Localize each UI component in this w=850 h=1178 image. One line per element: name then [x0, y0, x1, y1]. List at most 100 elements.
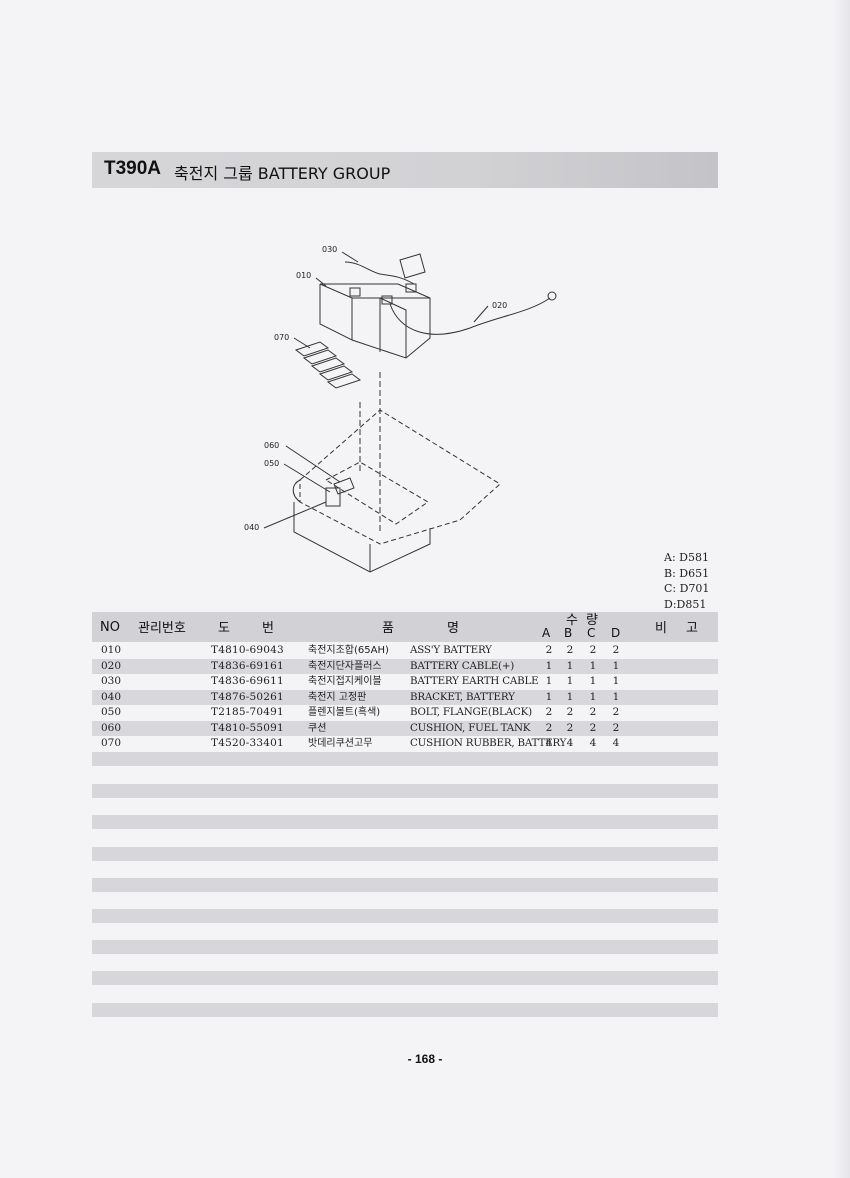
section-code: T390A	[104, 158, 162, 179]
table-row: 020 T4836-69161 축전지단자플러스 BATTERY CABLE(+…	[92, 658, 718, 674]
row-qty-c: 1	[589, 690, 597, 703]
row-no: 040	[101, 690, 122, 703]
row-part-number: T4810-55091	[211, 721, 284, 734]
row-qty-a: 1	[545, 659, 553, 672]
row-english-name: BRACKET, BATTERY	[410, 690, 515, 703]
header-drawing-1: 도	[218, 621, 230, 636]
row-korean-name: 축전지단자플러스	[308, 660, 382, 672]
table-row: 030 T4836-69611 축전지접지케이블 BATTERY EARTH C…	[92, 674, 718, 690]
empty-row-stripe	[92, 909, 718, 923]
row-korean-name: 축전지 고정판	[308, 691, 367, 703]
model-a: A: D581	[664, 551, 709, 564]
row-qty-d: 1	[612, 675, 620, 687]
row-korean-name: 축전지조합(65AH)	[308, 645, 389, 656]
row-qty-a: 1	[545, 690, 553, 703]
callout-020: 020	[492, 301, 507, 310]
row-qty-c: 2	[589, 644, 597, 656]
row-no: 060	[101, 721, 122, 734]
row-qty-b: 1	[566, 659, 574, 672]
empty-row-stripe	[92, 784, 718, 798]
header-remarks-1: 비	[655, 621, 667, 636]
empty-row-stripe	[92, 940, 718, 954]
header-qty-a: A	[542, 626, 551, 640]
row-qty-a: 1	[545, 675, 553, 687]
row-qty-b: 4	[566, 737, 574, 749]
row-qty-b: 2	[566, 706, 574, 718]
model-c: C: D701	[664, 582, 710, 596]
row-qty-d: 2	[612, 706, 620, 718]
row-qty-a: 4	[545, 737, 553, 749]
empty-row-stripe	[92, 878, 718, 892]
row-korean-name: 플렌지볼트(흑색)	[308, 707, 381, 718]
row-part-number: T4836-69161	[211, 659, 284, 672]
empty-row-stripe	[92, 815, 718, 829]
row-part-number: T4810-69043	[211, 644, 284, 656]
row-part-number: T2185-70491	[211, 706, 284, 718]
row-qty-c: 4	[589, 737, 597, 749]
row-qty-c: 2	[589, 706, 597, 718]
empty-row-stripe	[92, 1003, 718, 1017]
header-name-1: 품	[382, 621, 394, 636]
section-title: 축전지 그룹 BATTERY GROUP	[174, 164, 391, 183]
model-b: B: D651	[664, 566, 710, 580]
row-no: 020	[101, 659, 122, 672]
header-remarks-2: 고	[686, 621, 698, 636]
header-qty-b: B	[564, 626, 573, 640]
row-qty-b: 2	[566, 644, 574, 656]
row-qty-d: 1	[612, 690, 620, 703]
row-no: 010	[101, 644, 122, 656]
callout-030: 030	[322, 245, 337, 254]
empty-row-stripe	[92, 752, 718, 766]
table-row: 050 T2185-70491 플렌지볼트(흑색) BOLT, FLANGE(B…	[92, 705, 718, 721]
row-english-name: BATTERY CABLE(+)	[410, 659, 515, 672]
row-no: 030	[101, 675, 122, 687]
row-part-number: T4520-33401	[211, 737, 284, 749]
row-no: 050	[101, 706, 122, 718]
header-mgmt: 관리번호	[138, 621, 186, 636]
header-qty-1: 수	[566, 613, 578, 628]
row-english-name: CUSHION RUBBER, BATTERY	[410, 737, 567, 749]
empty-row-stripe	[92, 971, 718, 985]
row-korean-name: 쿠션	[308, 722, 327, 734]
table-row: 060 T4810-55091 쿠션 CUSHION, FUEL TANK 2 …	[92, 720, 718, 736]
model-d: D:D851	[664, 598, 707, 612]
table-row: 040 T4876-50261 축전지 고정판 BRACKET, BATTERY…	[92, 689, 718, 705]
row-qty-d: 2	[612, 721, 620, 734]
row-qty-b: 2	[566, 721, 574, 734]
parts-table-body: 010 T4810-69043 축전지조합(65AH) ASS'Y BATTER…	[92, 643, 718, 752]
row-english-name: ASS'Y BATTERY	[410, 644, 492, 656]
header-no: NO	[100, 620, 120, 635]
row-qty-d: 4	[612, 737, 620, 749]
row-qty-b: 1	[566, 690, 574, 703]
row-qty-d: 1	[612, 659, 620, 672]
header-qty-d: D	[611, 626, 621, 640]
row-part-number: T4876-50261	[211, 690, 284, 703]
section-header: T390A 축전지 그룹 BATTERY GROUP	[92, 152, 718, 188]
callout-010: 010	[296, 271, 311, 280]
callout-070: 070	[274, 333, 289, 342]
row-no: 070	[101, 737, 122, 749]
page-number: - 168 -	[407, 1052, 443, 1066]
row-qty-c: 1	[589, 659, 597, 672]
row-qty-a: 2	[545, 706, 553, 718]
row-english-name: CUSHION, FUEL TANK	[410, 721, 531, 734]
header-name-2: 명	[447, 621, 459, 636]
row-qty-c: 2	[589, 721, 597, 734]
callout-040: 040	[244, 523, 259, 532]
row-qty-c: 1	[589, 675, 597, 687]
row-part-number: T4836-69611	[211, 675, 284, 687]
row-korean-name: 축전지접지케이블	[308, 676, 382, 687]
battery-group-diagram: 030 010 020 070 060 050 040	[244, 245, 557, 573]
row-qty-a: 2	[545, 721, 553, 734]
empty-row-stripe	[92, 847, 718, 861]
table-row: 010 T4810-69043 축전지조합(65AH) ASS'Y BATTER…	[92, 643, 718, 659]
parts-table-header: NO 관리번호 도 번 품 명 수 량 A B C D 비 고	[92, 612, 718, 642]
row-qty-b: 1	[566, 675, 574, 687]
header-drawing-2: 번	[262, 621, 274, 636]
row-qty-d: 2	[612, 644, 620, 656]
row-english-name: BATTERY EARTH CABLE	[410, 675, 539, 687]
callout-050: 050	[264, 459, 279, 468]
model-legend: A: D581 B: D651 C: D701 D:D851	[664, 550, 709, 613]
row-qty-a: 2	[545, 644, 553, 656]
table-row: 070 T4520-33401 밧데리쿠션고무 CUSHION RUBBER, …	[92, 736, 718, 752]
